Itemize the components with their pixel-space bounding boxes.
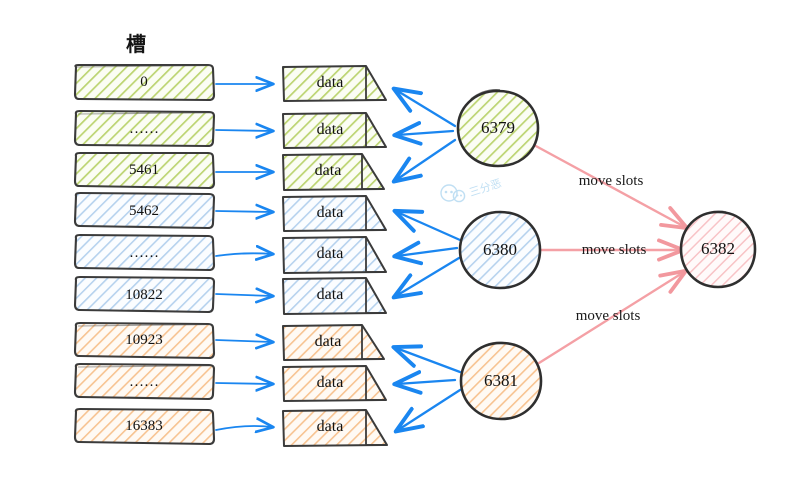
slot-rect-4[interactable] bbox=[73, 233, 216, 272]
arrow-6381-data-6 bbox=[396, 348, 462, 374]
data-doc-0[interactable] bbox=[282, 65, 387, 102]
arrow-slot-7 bbox=[215, 383, 272, 384]
move-slot-arrows bbox=[532, 143, 690, 365]
arrow-move-6381 bbox=[537, 268, 688, 365]
arrow-slot-5 bbox=[215, 294, 272, 296]
node-circles bbox=[456, 89, 757, 421]
slot-rect-7[interactable] bbox=[73, 362, 216, 401]
arrow-slot-4 bbox=[215, 253, 272, 256]
arrow-6379-data-1 bbox=[397, 131, 455, 135]
node-to-data-arrows bbox=[396, 90, 462, 430]
data-doc-4[interactable] bbox=[282, 236, 387, 274]
arrow-slot-6 bbox=[215, 340, 272, 342]
data-doc-1[interactable] bbox=[282, 112, 387, 149]
slot-rect-5[interactable] bbox=[73, 275, 216, 314]
data-doc-8[interactable] bbox=[282, 409, 388, 447]
arrow-6381-data-8 bbox=[398, 388, 462, 430]
slot-rect-8[interactable] bbox=[73, 407, 216, 446]
slot-rect-2[interactable] bbox=[73, 151, 216, 190]
slot-column bbox=[73, 63, 216, 446]
slot-rect-6[interactable] bbox=[73, 321, 216, 360]
data-column bbox=[282, 65, 388, 447]
arrow-6379-data-2 bbox=[396, 138, 457, 180]
data-doc-5[interactable] bbox=[282, 277, 387, 315]
arrow-6379-data-0 bbox=[396, 90, 457, 128]
data-doc-6[interactable] bbox=[282, 324, 385, 361]
arrow-slot-3 bbox=[215, 211, 272, 212]
data-doc-7[interactable] bbox=[282, 365, 387, 402]
arrow-6380-data-4 bbox=[397, 248, 459, 256]
node-circle-6379[interactable] bbox=[456, 89, 540, 168]
slot-rect-0[interactable] bbox=[73, 63, 216, 102]
slot-rect-1[interactable] bbox=[73, 109, 216, 148]
slot-to-data-arrows bbox=[215, 84, 272, 430]
data-doc-3[interactable] bbox=[282, 195, 387, 232]
arrow-move-6379 bbox=[532, 143, 690, 231]
node-circle-6380[interactable] bbox=[458, 210, 542, 290]
slot-rect-3[interactable] bbox=[73, 191, 216, 230]
node-circle-6382[interactable] bbox=[679, 210, 757, 289]
arrow-6380-data-3 bbox=[397, 212, 462, 242]
arrow-6380-data-5 bbox=[396, 256, 461, 296]
node-circle-6381[interactable] bbox=[459, 341, 543, 421]
arrow-slot-1 bbox=[215, 130, 272, 131]
arrow-6381-data-7 bbox=[397, 380, 457, 384]
data-doc-2[interactable] bbox=[282, 153, 385, 191]
arrow-slot-8 bbox=[215, 426, 272, 430]
